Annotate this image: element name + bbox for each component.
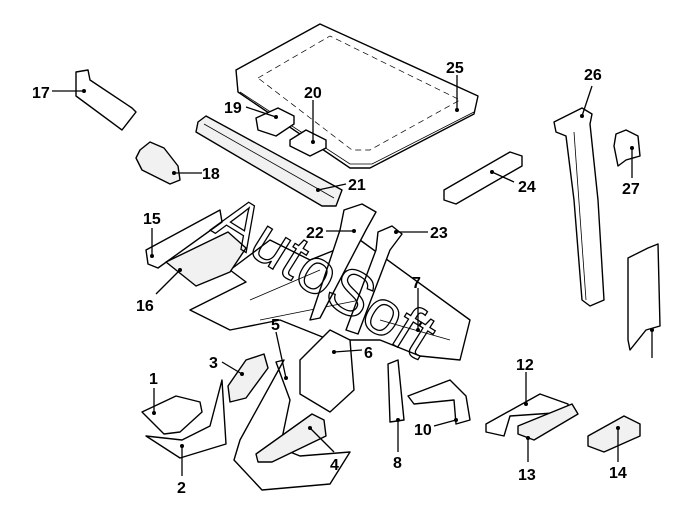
part-arch-bracket bbox=[407, 379, 471, 425]
callout-16: 17 bbox=[32, 85, 86, 102]
svg-text:27: 27 bbox=[622, 181, 640, 198]
svg-text:21: 21 bbox=[348, 177, 366, 194]
callout-11: 12 bbox=[516, 357, 534, 406]
part-corner-bracket bbox=[135, 141, 181, 185]
part-center-pillar-left bbox=[309, 203, 377, 321]
part-crossmember-bracket bbox=[517, 403, 579, 441]
callout-25: 26 bbox=[580, 67, 602, 118]
part-end-cap-panel bbox=[75, 69, 137, 131]
callout-24: 25 bbox=[446, 60, 464, 112]
part-floor-pan-lower bbox=[145, 379, 227, 459]
callout-18: 19 bbox=[224, 100, 278, 119]
callout-4: 4 bbox=[308, 426, 339, 474]
svg-text:5: 5 bbox=[271, 317, 280, 334]
callout-21: 22 bbox=[306, 225, 356, 242]
part-rear-panel bbox=[145, 209, 223, 269]
callout-1: 1 bbox=[149, 371, 158, 415]
svg-text:13: 13 bbox=[518, 467, 536, 484]
callout-3: 3 bbox=[209, 355, 244, 376]
callout-12: 13 bbox=[518, 436, 536, 484]
callout-26: 27 bbox=[622, 146, 640, 198]
callout-7: 7 bbox=[412, 275, 421, 332]
svg-text:18: 18 bbox=[202, 166, 220, 183]
part-rear-tray bbox=[165, 231, 247, 287]
part-roof-bow bbox=[195, 115, 343, 207]
svg-text:25: 25 bbox=[446, 60, 464, 77]
svg-text:12: 12 bbox=[516, 357, 534, 374]
svg-text:23: 23 bbox=[430, 225, 448, 242]
callout-13: 14 bbox=[609, 426, 627, 482]
part-roof-panel bbox=[235, 23, 479, 169]
part-a-pillar bbox=[553, 107, 605, 307]
part-vertical-bracket bbox=[387, 359, 405, 423]
svg-text:22: 22 bbox=[306, 225, 324, 242]
part-mounting-plate bbox=[289, 129, 327, 157]
svg-text:4: 4 bbox=[330, 457, 339, 474]
part-inner-pillar-panel bbox=[627, 243, 661, 351]
callout-20: 21 bbox=[316, 177, 366, 194]
callout-8: 8 bbox=[393, 418, 402, 472]
callout-5: 5 bbox=[271, 317, 288, 380]
svg-text:10: 10 bbox=[414, 422, 432, 439]
part-floor-pan-section bbox=[141, 395, 203, 435]
callout-2: 2 bbox=[177, 444, 186, 497]
callout-15: 16 bbox=[136, 268, 182, 315]
part-sill-member bbox=[255, 413, 327, 463]
callout-22: 23 bbox=[394, 225, 448, 242]
part-reinforcement-plate bbox=[227, 353, 269, 403]
svg-text:19: 19 bbox=[224, 100, 242, 117]
svg-text:17: 17 bbox=[32, 85, 50, 102]
callout-27 bbox=[650, 328, 654, 358]
svg-text:1: 1 bbox=[149, 371, 158, 388]
svg-text:3: 3 bbox=[209, 355, 218, 372]
part-frame-rail bbox=[485, 393, 569, 437]
svg-text:20: 20 bbox=[304, 85, 322, 102]
part-small-bracket bbox=[255, 107, 295, 137]
svg-text:6: 6 bbox=[364, 345, 373, 362]
svg-text:16: 16 bbox=[136, 298, 154, 315]
part-pillar-clip bbox=[613, 129, 641, 167]
callout-14: 15 bbox=[143, 211, 161, 258]
callout-23: 24 bbox=[490, 170, 536, 196]
callout-6: 6 bbox=[332, 345, 373, 362]
part-pillar-base-panel bbox=[299, 329, 355, 413]
svg-text:7: 7 bbox=[412, 275, 421, 292]
svg-text:26: 26 bbox=[584, 67, 602, 84]
svg-text:24: 24 bbox=[518, 179, 536, 196]
svg-text:8: 8 bbox=[393, 455, 402, 472]
svg-text:14: 14 bbox=[609, 465, 627, 482]
callout-17: 18 bbox=[172, 166, 220, 183]
part-support-block bbox=[587, 415, 641, 453]
svg-text:15: 15 bbox=[143, 211, 161, 228]
svg-text:2: 2 bbox=[177, 480, 186, 497]
callout-19: 20 bbox=[304, 85, 322, 144]
part-cross-channel bbox=[443, 151, 523, 205]
part-center-pillar-right bbox=[345, 225, 403, 335]
callout-10: 10 bbox=[414, 418, 458, 439]
